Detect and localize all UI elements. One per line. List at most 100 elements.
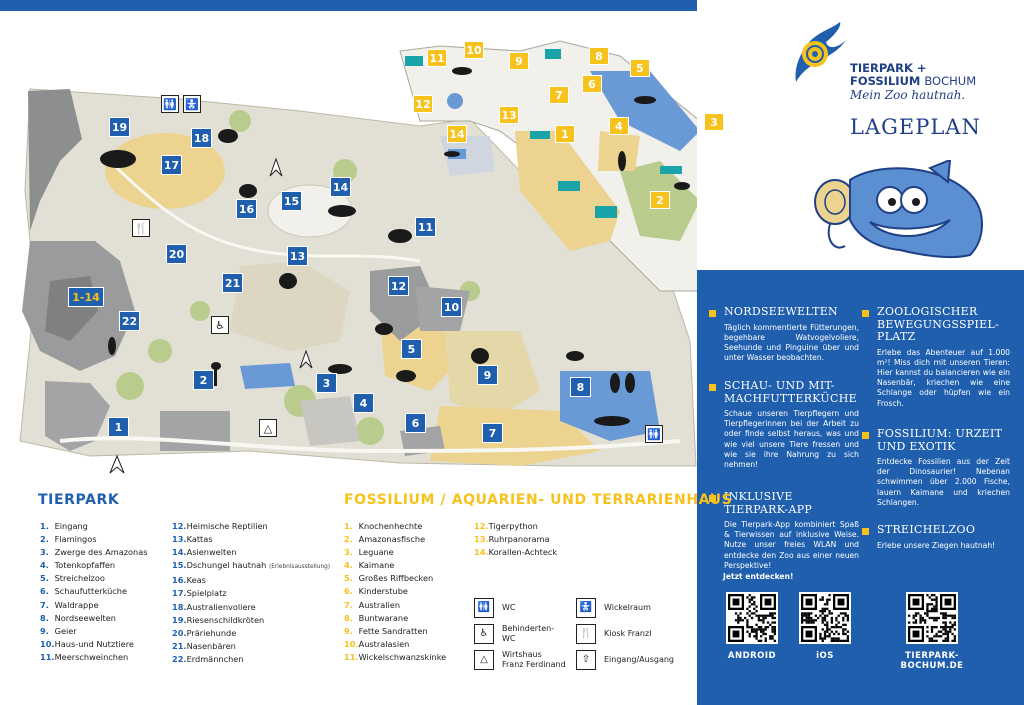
park-marker-13[interactable]: 13: [287, 246, 308, 266]
restaurant-icon: △: [474, 650, 494, 670]
legend-item: 7. Waldrappe: [40, 599, 148, 612]
legend-item: 22. Erdmännchen: [172, 653, 330, 666]
park-marker-4[interactable]: 4: [353, 393, 374, 413]
park-marker-19[interactable]: 19: [109, 117, 130, 137]
feature-text: Erlebe unsere Ziegen hautnah!: [877, 540, 996, 550]
legend-label: Australasien: [358, 638, 410, 649]
brand-line-2-light: BOCHUM: [924, 74, 977, 88]
park-marker-5[interactable]: 5: [401, 339, 422, 359]
fossilium-marker-7[interactable]: 7: [549, 86, 569, 104]
map-wc-icon[interactable]: 🚻: [161, 95, 179, 113]
legend-item: 8. Nordseewelten: [40, 612, 148, 625]
park-marker-6[interactable]: 6: [405, 413, 426, 433]
fossilium-marker-12[interactable]: 12: [413, 95, 433, 113]
baby-changing-icon: 🚼: [576, 598, 596, 618]
ios-label[interactable]: iOS: [816, 651, 834, 661]
legend-item: 18. Australienvoliere: [172, 601, 330, 614]
fossilium-marker-14[interactable]: 14: [447, 125, 467, 143]
fossilium-marker-1[interactable]: 1: [555, 125, 575, 143]
legend-label: Erdmännchen: [186, 653, 244, 664]
park-marker-7[interactable]: 7: [482, 423, 503, 443]
legend-item: 4. Kaimane: [344, 559, 446, 572]
legend-number: 4.: [344, 560, 353, 571]
map-wc-icon-2[interactable]: 🚻: [645, 425, 663, 443]
legend-item: 5. Großes Riffbecken: [344, 572, 446, 585]
fossilium-marker-8[interactable]: 8: [589, 47, 609, 65]
legend-label: Meerschweinchen: [54, 651, 129, 662]
map-accessible-wc-icon[interactable]: ♿: [211, 316, 229, 334]
map-kiosk-icon[interactable]: 🍴: [132, 219, 150, 237]
legend-entrance: ⇧Eingang/Ausgang: [576, 650, 674, 670]
legend-label: Heimische Reptilien: [186, 521, 268, 531]
fossilium-marker-3[interactable]: 3: [704, 113, 724, 131]
legend-label: Ruhrpanorama: [488, 534, 550, 545]
feature-schaufutterkueche: SCHAU- UND MIT-MACHFUTTERKÜCHE Schaue un…: [709, 379, 859, 470]
legend-item: 13. Kattas: [172, 533, 330, 546]
park-marker-9[interactable]: 9: [477, 365, 498, 385]
park-marker-8[interactable]: 8: [570, 377, 591, 397]
legend-label: Schaufutterküche: [54, 586, 128, 597]
legend-item: 19. Riesenschildkröten: [172, 614, 330, 627]
legend-item: 7. Australien: [344, 599, 446, 612]
legend-item: 6. Kinderstube: [344, 585, 446, 598]
park-marker-3[interactable]: 3: [316, 373, 337, 393]
legend-label: Kinderstube: [358, 586, 408, 597]
fossilium-marker-10[interactable]: 10: [464, 41, 484, 59]
park-marker-17[interactable]: 17: [161, 155, 182, 175]
map-restaurant-icon[interactable]: △: [259, 419, 277, 437]
legend-wc: 🚻WC: [474, 598, 516, 618]
ios-qr-code[interactable]: [799, 592, 851, 644]
fossilium-marker-5[interactable]: 5: [630, 59, 650, 77]
feature-title: ZOOLOGISCHER BEWEGUNGSSPIEL-PLATZ: [877, 305, 1000, 343]
legend-item: 17. Spielplatz: [172, 587, 330, 600]
legend-number: 13.: [474, 534, 489, 545]
legend-item: 2. Amazonasfische: [344, 533, 446, 546]
fossilium-marker-2[interactable]: 2: [650, 191, 670, 209]
legend-number: 19.: [172, 614, 187, 625]
park-marker-22[interactable]: 22: [119, 311, 140, 331]
fossilium-marker-11[interactable]: 11: [427, 49, 447, 67]
android-qr-code[interactable]: [726, 592, 778, 644]
legend-number: 20.: [172, 627, 187, 638]
website-qr-code[interactable]: [906, 592, 958, 644]
legend-label: Australienvoliere: [186, 601, 256, 612]
legend-label: Australien: [358, 599, 401, 610]
park-marker-12[interactable]: 12: [388, 276, 409, 296]
park-marker-1-14[interactable]: 1-14: [68, 287, 104, 307]
park-marker-14[interactable]: 14: [330, 177, 351, 197]
legend-number: 3.: [344, 547, 353, 558]
park-marker-15[interactable]: 15: [281, 191, 302, 211]
park-marker-21[interactable]: 21: [222, 273, 243, 293]
feature-text: Schaue unseren Tierpflegern und Tierpfle…: [724, 409, 859, 470]
park-marker-10[interactable]: 10: [441, 297, 462, 317]
website-label[interactable]: TIERPARK-BOCHUM.DE: [900, 651, 964, 671]
legend-number: 6.: [40, 586, 49, 597]
legend-number: 21.: [172, 640, 187, 651]
legend-number: 16.: [172, 575, 187, 586]
feature-streichelzoo: STREICHELZOO Erlebe unsere Ziegen hautna…: [862, 523, 1010, 551]
legend-number: 10.: [40, 638, 55, 649]
symbol-label: Eingang/Ausgang: [604, 655, 675, 664]
fossilium-marker-6[interactable]: 6: [582, 75, 602, 93]
park-marker-11[interactable]: 11: [415, 217, 436, 237]
legend-number: 11.: [40, 651, 55, 662]
feature-tierpark-app: INKLUSIVE TIERPARK-APP Die Tierpark-App …: [709, 490, 859, 571]
android-label[interactable]: ANDROID: [727, 651, 777, 661]
shell-logo-icon: [795, 22, 846, 82]
fossilium-marker-9[interactable]: 9: [509, 52, 529, 70]
park-marker-1[interactable]: 1: [108, 417, 129, 437]
legend-number: 15.: [172, 560, 187, 571]
brand-tagline: Mein Zoo hautnah.: [850, 88, 966, 102]
fossilium-marker-4[interactable]: 4: [609, 117, 629, 135]
map-baby-changing-icon[interactable]: 🚼: [183, 95, 201, 113]
feature-text: Die Tierpark-App kombiniert Spaß & Tierw…: [724, 520, 859, 570]
legend-item: 4. Totenkopfaffen: [40, 559, 148, 572]
park-marker-18[interactable]: 18: [191, 128, 212, 148]
feature-title: INKLUSIVE TIERPARK-APP: [724, 490, 813, 516]
park-marker-2[interactable]: 2: [193, 370, 214, 390]
legend-note: (Erlebnisausstellung): [268, 564, 331, 571]
park-marker-16[interactable]: 16: [236, 199, 257, 219]
fossilium-marker-13[interactable]: 13: [499, 106, 519, 124]
legend-item: 14. Korallen-Achteck: [474, 546, 557, 559]
park-marker-20[interactable]: 20: [166, 244, 187, 264]
